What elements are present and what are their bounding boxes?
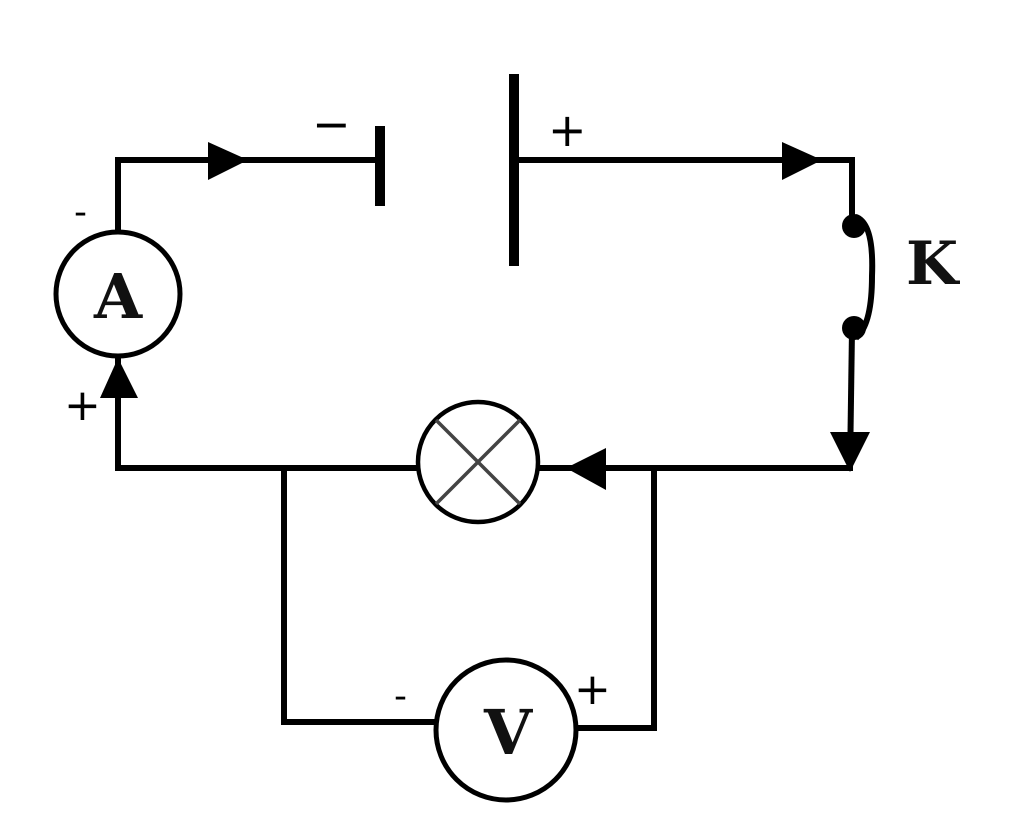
voltmeter-body [433,657,579,803]
switch-label: K [906,229,960,299]
wire-voltmeter-right [575,465,657,731]
lamp-cross-line-2 [434,418,522,506]
switch-blade[interactable] [853,213,876,341]
voltmeter-negative-sign: - [394,676,407,717]
wire-battery-to-switch [511,157,855,225]
battery-positive-sign: + [548,103,587,157]
wire-lamp-to-ammeter [115,353,419,471]
current-arrow-left-up [100,358,138,398]
lamp [415,399,541,525]
ammeter: A [53,229,183,359]
ammeter-positive-sign: + [64,380,101,431]
battery-negative-sign: − [312,97,351,151]
wire-ammeter-to-battery [115,157,383,235]
current-arrow-top-left [208,142,248,180]
current-arrow-bottom-left [566,448,606,490]
voltmeter-positive-sign: + [574,664,611,715]
ammeter-negative-sign: - [74,192,87,233]
ammeter-letter: A [93,260,143,333]
current-arrow-right-down [830,432,870,472]
wire-voltmeter-left [281,465,439,725]
ammeter-body [53,229,183,359]
voltmeter: V [433,657,579,803]
current-arrow-top-right [782,142,822,180]
voltmeter-letter: V [483,696,533,769]
